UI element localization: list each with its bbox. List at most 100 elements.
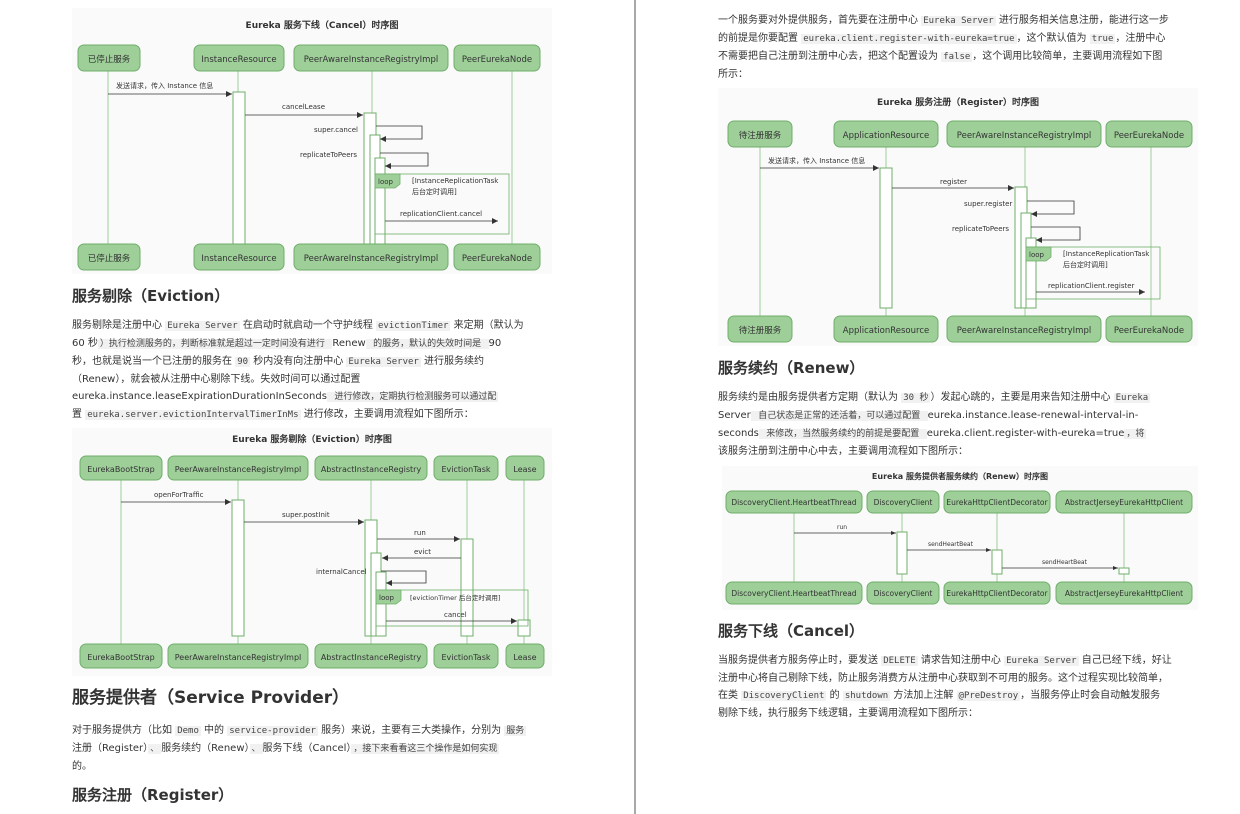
paragraph-line: 的。 bbox=[72, 758, 556, 775]
loop-frame bbox=[1025, 246, 1161, 300]
participant-label: PeerAwareInstanceRegistryImpl bbox=[304, 55, 438, 65]
paragraph-line: 注册（Register）、服务续约（Renew）、服务下线（Cancel），接下… bbox=[72, 740, 556, 758]
cancel-sequence-diagram: Eureka 服务下线（Cancel）时序图 已停止服务 InstanceRes… bbox=[72, 8, 552, 274]
text-run: 对于服务提供方（比如 bbox=[72, 725, 176, 736]
text-run: 一个服务要对外提供服务，首先要在注册中心 bbox=[718, 15, 922, 26]
loop-frame bbox=[374, 173, 510, 235]
text-run: 注册中心将自己剔除下线，防止服务消费方从注册中心获取到不可用的服务。这个过程实现… bbox=[718, 673, 1168, 684]
participant-label: DiscoveryClient.HeartbeatThread bbox=[731, 589, 856, 598]
paragraph-line: Server 自己状态是正常的还活着，可以通过配置 eureka.instanc… bbox=[718, 407, 1208, 425]
text-run: 服务）来说，主要有三大类操作，分别为 bbox=[317, 725, 505, 736]
text-run: ，这个默认值为 bbox=[1016, 33, 1090, 44]
message-label: 发送请求，传入 Instance 信息 bbox=[768, 156, 865, 165]
message-label: cancelLease bbox=[282, 103, 325, 111]
participants-bottom: 待注册服务 ApplicationResource PeerAwareInsta… bbox=[727, 315, 1193, 343]
text-run: 进行服务续约 bbox=[420, 356, 485, 367]
participant-label: DiscoveryClient bbox=[874, 498, 933, 507]
inline-code: 自己状态是正常的还活着，可以通过配置 bbox=[750, 411, 928, 421]
participant-label: AbstractJerseyEurekaHttpClient bbox=[1065, 589, 1183, 598]
participant-label: PeerEurekaNode bbox=[1114, 131, 1184, 141]
participant-label: 已停止服务 bbox=[88, 253, 131, 264]
message-label: sendHeartBeat bbox=[1042, 559, 1088, 566]
paragraph-line: 在类 DiscoveryClient 的 shutdown 方法加上注解 @Pr… bbox=[718, 687, 1208, 705]
loop-frame bbox=[375, 589, 529, 627]
text-run: ，注册中心 bbox=[1115, 33, 1166, 44]
text-run: 秒内没有向注册中心 bbox=[250, 356, 347, 367]
loop-guard: [InstanceReplicationTask bbox=[1063, 250, 1150, 258]
participant-label: 待注册服务 bbox=[739, 325, 782, 336]
register-intro-paragraph: 一个服务要对外提供服务，首先要在注册中心 Eureka Server 进行服务相… bbox=[718, 12, 1208, 83]
text-run: 自己已经下线，好让 bbox=[1078, 655, 1172, 666]
participant-label: PeerEurekaNode bbox=[462, 254, 532, 264]
message-label: replicationClient.register bbox=[1048, 282, 1135, 290]
participants-top: 已停止服务 InstanceResource PeerAwareInstance… bbox=[77, 44, 541, 72]
paragraph-line: 不需要把自己注册到注册中心去，把这个配置设为 false，这个调用比较简单，主要… bbox=[718, 48, 1208, 66]
paragraph-line: 服务剔除是注册中心 Eureka Server 在启动时就启动一个守护线程 ev… bbox=[72, 317, 556, 335]
text-run: 不需要把自己注册到注册中心去，把这个配置设为 bbox=[718, 51, 942, 62]
paragraph-line: 该服务注册到注册中心中去，主要调用流程如下图所示： bbox=[718, 443, 1208, 460]
inline-code: 30 秒 bbox=[901, 393, 931, 403]
text-run: 当服务提供者方服务停止时，要发送 bbox=[718, 655, 882, 666]
text-run: ）发起心跳的，主要是用来告知注册中心 bbox=[930, 392, 1114, 403]
participants-top: EurekaBootStrap PeerAwareInstanceRegistr… bbox=[79, 455, 545, 481]
loop-guard: 后台定时调用] bbox=[412, 187, 457, 196]
renew-heading: 服务续约（Renew） bbox=[718, 359, 865, 377]
participant-label: PeerAwareInstanceRegistryImpl bbox=[175, 465, 302, 474]
text-run: 注册（Register） bbox=[72, 743, 149, 754]
cancel-heading: 服务下线（Cancel） bbox=[718, 622, 865, 640]
text-run: 服务续约（Renew） bbox=[161, 743, 250, 754]
text-run: 90 bbox=[488, 338, 502, 349]
participants-bottom: DiscoveryClient.HeartbeatThread Discover… bbox=[725, 581, 1193, 605]
text-run: 在启动时就启动一个守护线程 bbox=[239, 320, 376, 331]
participant-label: EvictionTask bbox=[442, 653, 491, 662]
participant-label: EurekaHttpClientDecorator bbox=[946, 589, 1048, 598]
inline-code: 服务 bbox=[504, 726, 527, 736]
participant-label: PeerAwareInstanceRegistryImpl bbox=[957, 326, 1091, 336]
text-run: 的前提是你要配置 bbox=[718, 33, 802, 44]
participants-top: DiscoveryClient.HeartbeatThread Discover… bbox=[725, 490, 1193, 514]
participant-label: PeerAwareInstanceRegistryImpl bbox=[175, 653, 302, 662]
paragraph-line: seconds 来修改，当然服务续约的前提是要配置 eureka.client.… bbox=[718, 425, 1208, 443]
text-run: 60 秒 bbox=[72, 338, 98, 349]
text-run: 服务剔除是注册中心 bbox=[72, 320, 166, 331]
inline-code: eureka.client.register-with-eureka=true bbox=[801, 34, 1017, 44]
inline-code: eureka.server.evictionIntervalTimerInMs bbox=[85, 410, 301, 420]
right-page: 一个服务要对外提供服务，首先要在注册中心 Eureka Server 进行服务相… bbox=[640, 0, 1240, 814]
participant-label: AbstractInstanceRegistry bbox=[321, 465, 422, 474]
eviction-sequence-diagram: Eureka 服务剔除（Eviction）时序图 EurekaBootStrap… bbox=[72, 428, 552, 676]
participants-top: 待注册服务 ApplicationResource PeerAwareInsta… bbox=[727, 120, 1193, 148]
participant-label: ApplicationResource bbox=[843, 326, 929, 336]
text-run: ，当服务停止时会自动触发服务 bbox=[1020, 690, 1161, 701]
participant-label: InstanceResource bbox=[201, 55, 276, 65]
text-run: 的。 bbox=[72, 761, 92, 772]
message-label: evict bbox=[414, 548, 431, 556]
text-run: 所示： bbox=[718, 69, 748, 80]
paragraph-line: （Renew），就会被从注册中心剔除下线。失效时间可以通过配置 bbox=[72, 371, 556, 388]
text-run: seconds bbox=[718, 428, 759, 439]
paragraph-line: 置 eureka.server.evictionIntervalTimerInM… bbox=[72, 406, 556, 424]
loop-label: loop bbox=[378, 178, 394, 186]
inline-code: ，接下来看看这三个操作是如何实现 bbox=[351, 744, 500, 754]
renew-sequence-diagram: Eureka 服务提供者服务续约（Renew）时序图 DiscoveryClie… bbox=[722, 466, 1198, 610]
text-run: 剔除下线，执行服务下线逻辑，主要调用流程如下图所示： bbox=[718, 708, 978, 719]
renew-paragraph: 服务续约是由服务提供者方定期（默认为 30 秒）发起心跳的，主要是用来告知注册中… bbox=[718, 389, 1208, 460]
paragraph-line: 的前提是你要配置 eureka.client.register-with-eur… bbox=[718, 30, 1208, 48]
diagram-title: Eureka 服务提供者服务续约（Renew）时序图 bbox=[872, 471, 1048, 481]
paragraph-line: 所示： bbox=[718, 66, 1208, 83]
register-sequence-diagram: Eureka 服务注册（Register）时序图 待注册服务 Applicati… bbox=[718, 88, 1198, 346]
inline-code: Eureka Server bbox=[1004, 656, 1079, 666]
inline-code: false bbox=[941, 52, 973, 62]
text-run: 中的 bbox=[200, 725, 228, 736]
inline-code: DELETE bbox=[881, 656, 918, 666]
paragraph-line: 注册中心将自己剔除下线，防止服务消费方从注册中心获取到不可用的服务。这个过程实现… bbox=[718, 670, 1208, 687]
paragraph-line: 当服务提供者方服务停止时，要发送 DELETE 请求告知注册中心 Eureka … bbox=[718, 652, 1208, 670]
inline-code: Eureka bbox=[1113, 393, 1151, 403]
cancel-paragraph: 当服务提供者方服务停止时，要发送 DELETE 请求告知注册中心 Eureka … bbox=[718, 652, 1208, 722]
eviction-paragraph: 服务剔除是注册中心 Eureka Server 在启动时就启动一个守护线程 ev… bbox=[72, 317, 556, 424]
paragraph-line: 60 秒）执行检测服务的，判断标准就是超过一定时间没有进行 Renew 的服务，… bbox=[72, 335, 556, 353]
text-run: 服务续约是由服务提供者方定期（默认为 bbox=[718, 392, 902, 403]
message-label: internalCancel bbox=[316, 568, 367, 576]
message-label: super.register bbox=[964, 200, 1012, 208]
loop-guard: [InstanceReplicationTask bbox=[412, 177, 499, 185]
inline-code: 来修改，当然服务续约的前提是要配置 bbox=[758, 429, 927, 439]
